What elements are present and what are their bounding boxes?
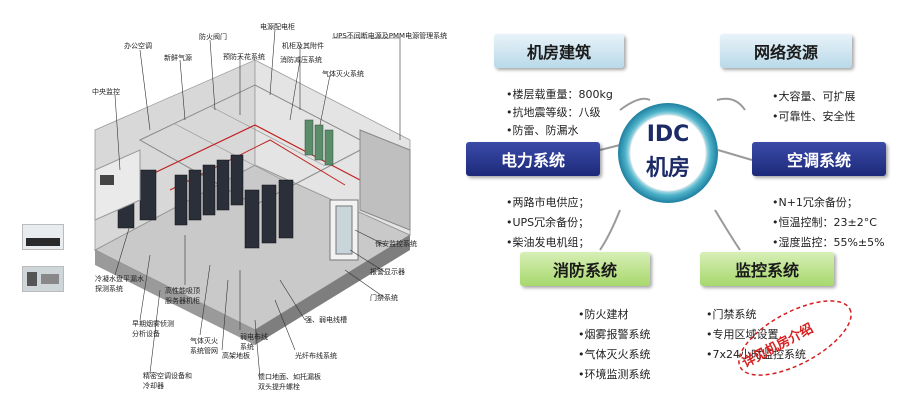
network-item-1: •大容量、可扩展 [772,90,856,103]
label-fiber-cabling: 光纤布线系统 [295,352,337,360]
fire-item-3: •气体灭火系统 [578,348,651,361]
fire-item-2: •烟雾报警系统 [578,328,651,341]
hvac-item-1: •N+1冗余备份； [772,196,858,209]
datacenter-diagram: 办公空调 新鲜气源 防火阀门 电源配电柜 UPS不间断电源及PMM电源管理系统 … [22,23,448,391]
card-monitor-title: 监控系统 [700,252,834,286]
label-fire-pressure-relief: 消防减压系统 [280,56,322,64]
label-server-rack-2: 服务器机柜 [165,297,200,305]
label-ups-pmm: UPS不间断电源及PMM电源管理系统 [333,32,448,40]
label-gas-suppression: 气体灭火系统 [322,70,364,78]
label-alarm-display: 报警显示器 [370,268,405,276]
power-item-3: •柴油发电机组； [506,236,590,249]
card-fire-title: 消防系统 [520,252,650,286]
label-weak-cabling-1: 弱电布线 [240,333,268,341]
building-item-2: •抗地震等级：八级 [506,106,601,119]
label-power-cabinet: 电源配电柜 [260,23,295,31]
label-gas-pipe-1: 气体灭火 [190,337,218,345]
label-security-monitoring: 保安监控系统 [375,240,417,248]
card-hvac-title: 空调系统 [752,142,886,176]
fire-item-4: •环境监测系统 [578,368,651,381]
network-item-2: •可靠性、安全性 [772,110,856,123]
label-precision-ac-1: 精密空调设备和 [143,372,192,380]
label-smoke-detection-2: 分析设备 [132,330,160,338]
power-item-2: •UPS冗余备份； [506,216,590,229]
label-weak-cabling-2: 系统 [240,343,254,351]
card-building-title: 机房建筑 [494,34,624,68]
card-power-title: 电力系统 [466,142,600,176]
monitor-item-1: •门禁系统 [706,308,757,321]
building-item-1: •楼层载重量：800kg [506,88,613,101]
datacenter-illustration [93,29,412,379]
label-floor-panels: 馈口地面、如托漏板 [258,373,321,381]
idc-label-line1: IDC [646,122,690,147]
label-ceiling-system: 预防天花系统 [223,53,265,61]
label-gas-pipe-2: 系统管网 [190,347,218,355]
power-item-1: •两路市电供应； [506,196,590,209]
label-rack-accessories: 机柜及其附件 [282,42,324,50]
label-precision-ac-2: 冷却器 [143,382,164,390]
label-cable-trays: 强、弱电线槽 [305,316,347,324]
label-access-control: 门禁系统 [370,294,398,302]
label-server-rack-1: 高性能吸顶 [165,287,200,295]
label-fresh-air: 新鲜气源 [164,54,192,62]
label-smoke-detection-1: 早期烟雾侦测 [132,320,174,328]
hvac-item-2: •恒温控制：23±2°C [772,216,877,229]
label-lift-bolts: 双头提升螺栓 [258,383,300,391]
label-central-monitoring: 中央监控 [92,88,120,96]
label-fire-valve: 防火阀门 [199,33,227,41]
thumbnail-2[interactable] [22,266,64,292]
hvac-item-3: •湿度监控：55%±5% [772,236,885,249]
label-water-leak-1: 冷凝水盘平漏水 [95,275,144,283]
label-water-leak-2: 探测系统 [95,285,123,293]
label-raised-floor: 高架地板 [222,352,250,360]
idc-label-line2: 机房 [645,156,690,181]
thumbnail-1[interactable] [22,224,64,250]
fire-item-1: •防火建材 [578,308,629,321]
card-network-title: 网络资源 [720,34,852,68]
building-item-3: •防雷、防漏水 [506,124,579,137]
label-office-ac: 办公空调 [124,42,152,50]
